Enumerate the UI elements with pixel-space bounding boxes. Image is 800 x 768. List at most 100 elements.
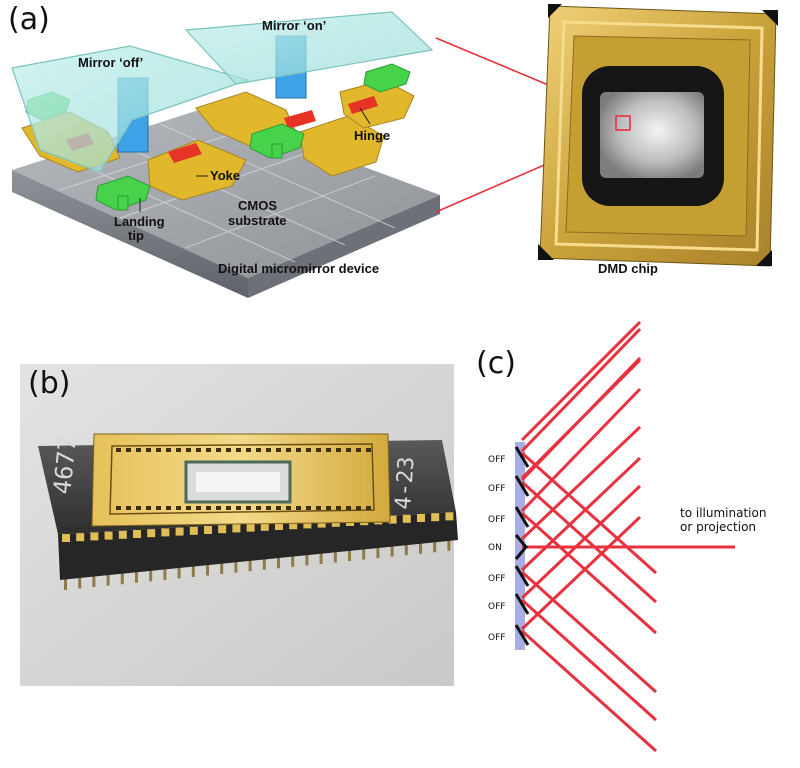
label-dmd-chip: DMD chip	[598, 261, 658, 276]
mirror-state-label: OFF	[488, 455, 505, 465]
mirror-off	[514, 624, 530, 646]
mirror-off	[514, 565, 530, 587]
label-dmd-caption: Digital micromirror device	[218, 261, 379, 276]
window-dash	[236, 448, 241, 452]
window-dash	[166, 506, 171, 510]
window-dash	[276, 448, 281, 452]
incoming-beam	[520, 387, 642, 513]
dmd-labels: Mirror ‘off’ Mirror ‘on’ Hinge Yoke Land…	[78, 18, 390, 276]
label-landing-tip-1: Landing	[114, 214, 165, 229]
ic-gold-pad	[431, 513, 440, 522]
label-landing-tip-2: tip	[128, 228, 144, 243]
ic-gold-pad	[147, 529, 156, 538]
window-dash	[156, 506, 161, 510]
window-dash	[356, 506, 361, 510]
window-dash	[306, 448, 311, 452]
window-dash	[226, 448, 231, 452]
panel-b-letter: (b)	[28, 366, 71, 401]
ic-window-dashes	[116, 448, 371, 510]
incoming-beam	[520, 484, 642, 600]
window-dash	[296, 506, 301, 510]
destination-line-2: or projection	[680, 520, 756, 534]
ic-gold-pad	[204, 526, 212, 534]
window-dash	[236, 506, 241, 510]
window-dash	[156, 448, 161, 452]
reflected-beam-off	[520, 451, 658, 575]
window-dash	[326, 506, 331, 510]
ic-gold-pad	[161, 528, 170, 537]
window-dash	[136, 448, 141, 452]
substrate-front	[12, 170, 248, 298]
ic-gold-pad	[189, 526, 198, 535]
window-dash	[286, 506, 291, 510]
window-dash	[116, 506, 121, 510]
reflected-beam-off	[520, 511, 658, 635]
window-dash	[336, 448, 341, 452]
window-dash	[176, 448, 181, 452]
incoming-beam	[520, 358, 642, 480]
dmd-chip: DMD chip	[538, 4, 778, 276]
window-dash	[136, 506, 141, 510]
window-dash	[206, 506, 211, 510]
window-dash	[346, 448, 351, 452]
window-dash	[366, 506, 371, 510]
ic-gold-pad	[317, 519, 326, 528]
mirror-off	[514, 446, 530, 468]
label-hinge: Hinge	[354, 128, 390, 143]
ic-gold-pad	[218, 525, 227, 534]
ic-front	[58, 512, 458, 580]
label-cmos-1: CMOS	[238, 198, 277, 213]
reflected-beam-off	[520, 629, 658, 753]
label-mirror-off: Mirror ‘off’	[78, 55, 143, 70]
mirror-off	[514, 475, 530, 497]
incoming-beam	[520, 515, 642, 631]
ic-gold-pad	[232, 524, 241, 533]
window-dash	[226, 506, 231, 510]
panel-c-letter: (c)	[476, 346, 516, 381]
ic-gold-pad	[104, 531, 113, 540]
ic-gold-pad	[417, 514, 425, 522]
ic-gold-pad	[133, 530, 141, 538]
mirror-column	[515, 442, 525, 650]
ic-photo: 4677 4-23	[20, 364, 458, 686]
destination-line-1: to illumination	[680, 506, 766, 520]
window-dash	[126, 448, 131, 452]
mirror-state-label: OFF	[488, 602, 505, 612]
panel-a-letter: (a)	[8, 2, 50, 37]
mirror-state-label: OFF	[488, 633, 505, 643]
mirror-state-label: OFF	[488, 574, 505, 584]
mirror-state-label: ON	[488, 543, 502, 553]
ic-gold-pad	[289, 521, 298, 530]
micromirrors	[514, 446, 530, 646]
mirror-off	[514, 593, 530, 615]
ic-gold-pad	[76, 533, 85, 542]
window-dash	[266, 506, 271, 510]
window-dash	[216, 506, 221, 510]
label-yoke: Yoke	[210, 168, 240, 183]
window-dash	[316, 506, 321, 510]
window-dash	[166, 448, 171, 452]
chip-zoom-square	[615, 115, 631, 131]
window-dash	[206, 448, 211, 452]
ic-gold-pad	[175, 527, 184, 536]
window-dash	[246, 506, 251, 510]
window-dash	[266, 448, 271, 452]
window-dash	[346, 506, 351, 510]
window-dash	[146, 448, 151, 452]
window-dash	[306, 506, 311, 510]
light-beams	[520, 320, 735, 753]
mirror-on-glass	[184, 11, 434, 85]
window-dash	[316, 448, 321, 452]
window-dash	[366, 448, 371, 452]
window-dash	[146, 506, 151, 510]
window-dash	[186, 506, 191, 510]
mirror-off	[514, 506, 530, 528]
incoming-beam	[520, 456, 642, 572]
substrate-side	[248, 195, 440, 298]
incoming-beam	[520, 327, 642, 453]
incoming-beam	[520, 320, 642, 442]
leader-lines	[139, 107, 371, 212]
window-dash	[186, 448, 191, 452]
